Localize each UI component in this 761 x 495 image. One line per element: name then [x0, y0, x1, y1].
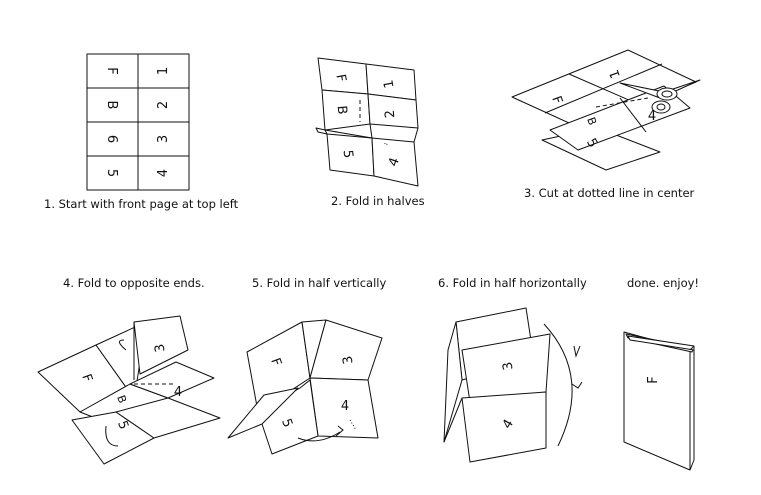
step5-page-4: 4: [341, 399, 349, 414]
step1-page-3: 3: [156, 135, 171, 143]
done-page-f: F: [646, 376, 661, 383]
step1-page-2: 2: [156, 101, 171, 109]
step2-page-2: 2: [383, 109, 399, 119]
step5-page-3: 3: [340, 355, 356, 366]
step6-folding-booklet: 3 4: [443, 307, 583, 463]
finished-booklet: F: [623, 331, 695, 471]
step1-page-5: 5: [104, 169, 119, 177]
step4-page-3: 3: [152, 343, 168, 354]
done-caption: done. enjoy!: [627, 276, 700, 290]
step1-sheet: F 1 B 2 6 3 5 4: [86, 53, 190, 191]
step4-page-4: 4: [174, 385, 182, 400]
step1-page-6: 6: [104, 135, 119, 143]
step2-page-5: 5: [340, 149, 356, 159]
step4-page-b: B: [114, 393, 129, 405]
scissors-icon: [619, 79, 701, 114]
svg-text:~: ~: [333, 128, 340, 136]
step2-page-f: F: [332, 73, 348, 83]
step2-page-1: 1: [381, 79, 397, 90]
step2-caption: 2. Fold in halves: [331, 194, 425, 208]
step3-cut-sheet: F 1 B 4 5: [511, 49, 701, 171]
step2-page-b: B: [334, 105, 350, 115]
step1-page-f: F: [104, 67, 119, 74]
step5-caption: 5. Fold in half vertically: [252, 276, 387, 290]
step1-caption: 1. Start with front page at top left: [44, 197, 239, 211]
step3-page-4: 4: [648, 109, 656, 124]
step5-folding-booklet: F 3 4 5: [227, 319, 383, 455]
step3-caption: 3. Cut at dotted line in center: [524, 186, 695, 200]
step6-page-3: 3: [500, 361, 516, 372]
svg-text:~: ~: [382, 140, 389, 148]
step4-folding-sheet: F 3 B 4 5: [37, 315, 221, 465]
step1-page-4: 4: [156, 169, 171, 177]
step2-folded-sheet: ~ ~ F 1 B 2 5 4: [315, 57, 419, 187]
step4-caption: 4. Fold to opposite ends.: [63, 276, 205, 290]
step1-page-1: 1: [156, 67, 171, 75]
step6-caption: 6. Fold in half horizontally: [438, 276, 587, 290]
step1-page-b: B: [104, 101, 119, 110]
step3-page-b: B: [584, 115, 599, 127]
